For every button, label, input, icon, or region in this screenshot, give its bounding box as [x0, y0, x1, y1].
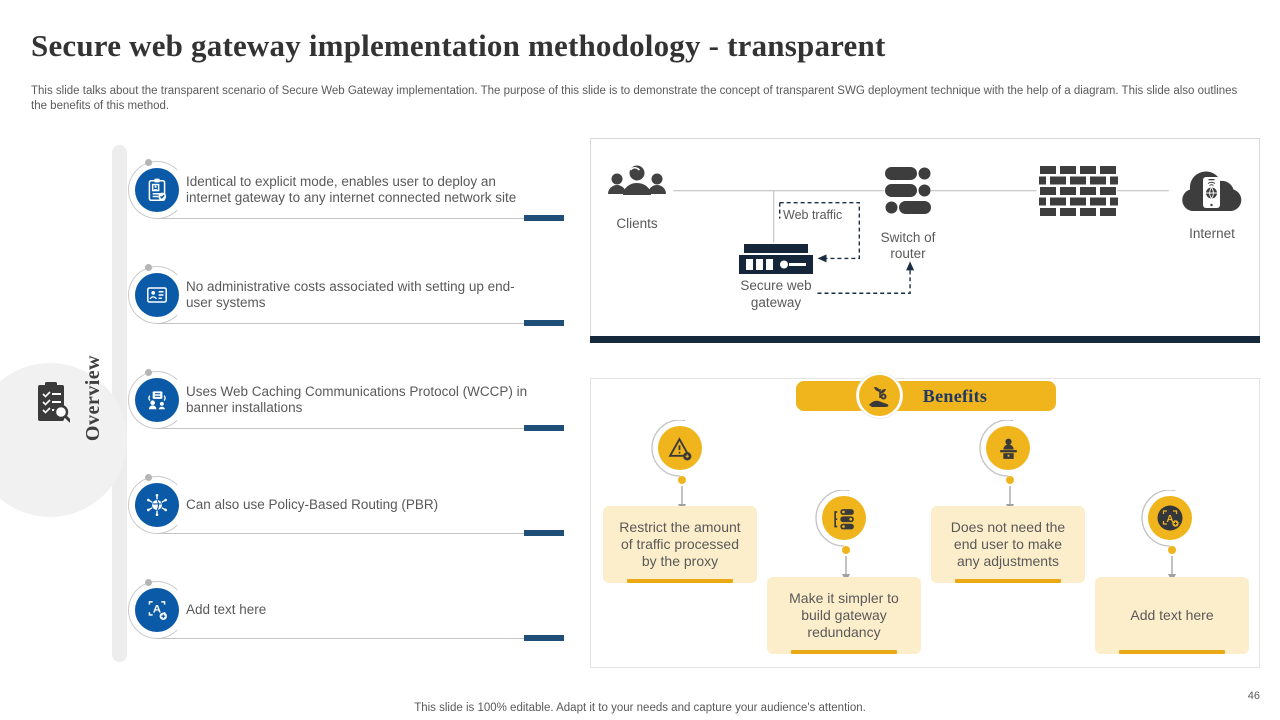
svg-text:A: A — [153, 604, 161, 616]
secure-web-gateway-icon[interactable] — [739, 244, 813, 279]
item-end-dash — [524, 635, 564, 641]
diagram-connectors — [673, 190, 1169, 294]
team-discussion-icon — [135, 378, 179, 422]
diagram-node-clients[interactable]: Clients — [595, 163, 679, 232]
benefit-card[interactable]: Make it simpler to build gateway redunda… — [767, 577, 921, 654]
item-text: Can also use Policy-Based Routing (PBR) — [186, 496, 439, 512]
page-title: Secure web gateway implementation method… — [31, 28, 886, 63]
item-end-dash — [524, 320, 564, 326]
item-dot — [145, 579, 152, 586]
id-card-icon — [135, 273, 179, 317]
benefit-text: Add text here — [1130, 606, 1214, 623]
clipboard-user-check-icon — [135, 168, 179, 212]
benefit-card[interactable]: Restrict the amount of traffic processed… — [603, 506, 757, 583]
hand-growth-icon — [857, 373, 902, 418]
clipboard-magnifier-icon — [36, 380, 72, 431]
benefits-section: Benefits — [590, 373, 1260, 668]
diagram-node-switch[interactable]: Switch of router — [868, 167, 948, 262]
restriction-warning-icon — [658, 426, 702, 470]
network-hub-icon — [135, 483, 179, 527]
list-item[interactable]: Can also use Policy-Based Routing (PBR) — [0, 474, 575, 536]
benefit-card[interactable]: Does not need the end user to make any a… — [931, 506, 1085, 583]
benefit-underline — [791, 650, 897, 654]
item-end-dash — [524, 425, 564, 431]
item-dot — [145, 264, 152, 271]
item-line — [157, 428, 563, 429]
add-text-badge-icon: A — [1148, 496, 1192, 540]
footer-note: This slide is 100% editable. Adapt it to… — [414, 702, 866, 714]
list-item[interactable]: Uses Web Caching Communications Protocol… — [0, 369, 575, 431]
benefit-card[interactable]: Add text here — [1095, 577, 1249, 654]
item-end-dash — [524, 530, 564, 536]
diagram-node-internet[interactable]: Internet — [1172, 165, 1252, 242]
firewall-brick-icon — [1039, 166, 1119, 220]
end-user-icon — [986, 426, 1030, 470]
diagram-node-firewall[interactable] — [1039, 166, 1119, 221]
item-dot — [145, 474, 152, 481]
svg-text:A: A — [1166, 514, 1173, 525]
clients-label: Clients — [616, 216, 658, 231]
benefit-text: Make it simpler to build gateway redunda… — [789, 589, 899, 641]
item-dot — [145, 159, 152, 166]
item-line — [157, 533, 563, 534]
switch-label: Switch of router — [880, 230, 936, 262]
slide-subtitle: This slide talks about the transparent s… — [31, 85, 1238, 113]
web-traffic-label: Web traffic — [783, 208, 843, 222]
benefit-text: Restrict the amount of traffic processed… — [619, 518, 741, 570]
list-item[interactable]: Identical to explicit mode, enables user… — [0, 159, 575, 221]
item-line — [157, 218, 563, 219]
benefits-banner[interactable]: Benefits — [796, 381, 1056, 411]
item-line — [157, 323, 563, 324]
item-text: Add text here — [186, 601, 267, 617]
gateway-label: Secure web gateway — [740, 278, 812, 310]
item-dot — [145, 369, 152, 376]
diagram-bottom-bar — [590, 336, 1260, 343]
internet-cloud-icon — [1177, 171, 1247, 219]
list-item[interactable]: No administrative costs associated with … — [0, 264, 575, 326]
add-text-icon: A — [135, 588, 179, 632]
benefit-text: Does not need the end user to make any a… — [950, 518, 1066, 570]
list-item[interactable]: A Add text here — [0, 579, 575, 641]
overview-track — [112, 145, 127, 662]
benefits-title: Benefits — [922, 385, 988, 406]
benefit-underline — [1119, 650, 1225, 654]
item-line — [157, 638, 563, 639]
page-number: 46 — [1247, 690, 1260, 702]
item-end-dash — [524, 215, 564, 221]
internet-label: Internet — [1189, 226, 1235, 241]
benefit-underline — [955, 579, 1061, 583]
item-text: Uses Web Caching Communications Protocol… — [186, 383, 528, 415]
clients-group-icon — [605, 165, 669, 209]
item-text: Identical to explicit mode, enables user… — [186, 173, 517, 205]
gateway-redundancy-icon — [822, 496, 866, 540]
switch-router-icon — [885, 167, 931, 219]
benefit-underline — [627, 579, 733, 583]
item-text: No administrative costs associated with … — [186, 278, 515, 310]
network-diagram-panel: Clients Web traffic Secure web gateway — [590, 138, 1260, 343]
benefit-item — [784, 490, 904, 596]
benefit-item — [620, 420, 740, 526]
